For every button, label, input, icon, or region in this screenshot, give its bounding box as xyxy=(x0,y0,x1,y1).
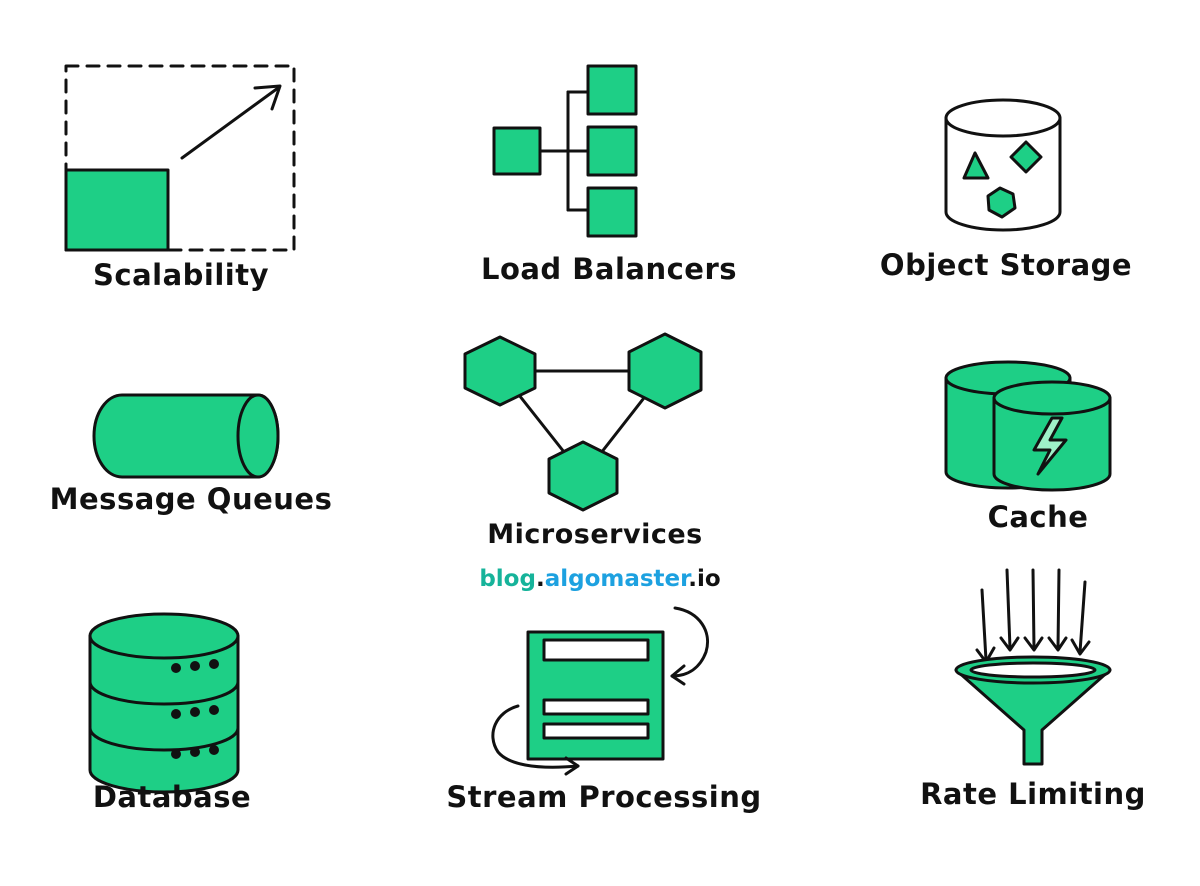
label-stream-processing: Stream Processing xyxy=(446,780,762,814)
load-balancer-icon xyxy=(492,64,638,238)
label-scalability: Scalability xyxy=(92,258,270,292)
stream-processing-icon xyxy=(491,606,709,776)
label-message-queues: Message Queues xyxy=(49,482,333,516)
object-storage-icon xyxy=(944,98,1062,232)
message-queue-icon xyxy=(92,393,280,479)
label-microservices: Microservices xyxy=(487,519,703,550)
label-object-storage: Object Storage xyxy=(879,248,1133,282)
database-icon xyxy=(88,612,240,794)
label-rate-limiting: Rate Limiting xyxy=(920,777,1146,811)
brand-url[interactable]: blog.algomaster.io xyxy=(479,566,720,592)
label-cache: Cache xyxy=(987,500,1089,534)
label-load-balancers: Load Balancers xyxy=(480,252,738,286)
rate-limiting-icon xyxy=(954,568,1112,766)
brand-part-algomaster: algomaster xyxy=(544,566,689,592)
brand-part-blog: blog xyxy=(479,566,536,592)
brand-dot-1: . xyxy=(535,566,545,592)
brand-part-io: io xyxy=(696,566,721,592)
cache-icon xyxy=(944,360,1112,492)
brand-dot-2: . xyxy=(688,566,697,592)
microservices-icon xyxy=(463,332,703,512)
label-database: Database xyxy=(92,780,252,814)
scalability-icon xyxy=(64,64,296,252)
